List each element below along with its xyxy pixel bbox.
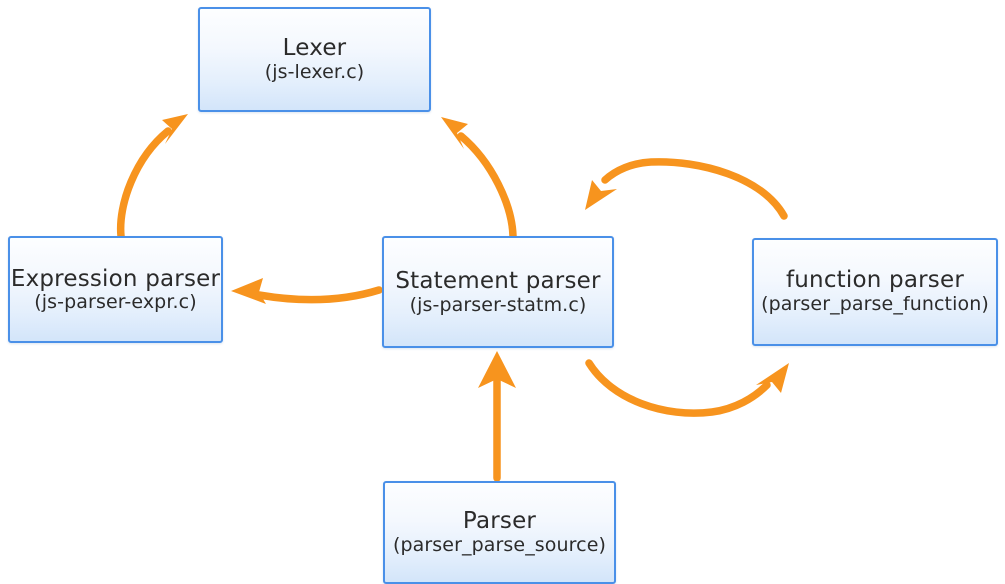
arrowhead-left	[231, 278, 266, 304]
node-function-parser-title: function parser	[785, 267, 964, 294]
node-parser-subtitle: (parser_parse_source)	[392, 533, 607, 556]
node-function-parser-subtitle: (parser_parse_function)	[761, 293, 989, 316]
arrowhead-up-left	[441, 117, 468, 149]
arrowhead-down-left	[585, 180, 617, 210]
node-parser-title: Parser	[462, 507, 537, 534]
edge-statement-to-function	[585, 359, 789, 417]
node-statement-parser[interactable]: Statement parser (js-parser-statm.c)	[382, 236, 614, 348]
node-expression-parser[interactable]: Expression parser (js-parser-expr.c)	[8, 236, 223, 343]
edge-statement-to-expression	[231, 278, 383, 304]
node-expression-parser-subtitle: (js-parser-expr.c)	[34, 291, 197, 314]
edge-statement-to-lexer	[441, 117, 517, 240]
arrowhead-up-right	[162, 114, 188, 144]
node-parser[interactable]: Parser (parser_parse_source)	[383, 481, 616, 584]
node-lexer-title: Lexer	[282, 34, 347, 61]
edge-parser-to-statement	[478, 351, 516, 482]
node-statement-parser-title: Statement parser	[395, 268, 601, 295]
node-function-parser[interactable]: function parser (parser_parse_function)	[752, 238, 998, 346]
edge-expression-to-lexer	[116, 114, 188, 240]
edge-function-to-statement	[585, 158, 788, 220]
node-expression-parser-title: Expression parser	[10, 265, 221, 292]
node-lexer[interactable]: Lexer (js-lexer.c)	[198, 7, 431, 112]
node-lexer-subtitle: (js-lexer.c)	[264, 60, 365, 83]
arrowhead-up	[478, 351, 516, 388]
node-statement-parser-subtitle: (js-parser-statm.c)	[409, 293, 587, 316]
arrowhead-up-right	[756, 363, 789, 393]
